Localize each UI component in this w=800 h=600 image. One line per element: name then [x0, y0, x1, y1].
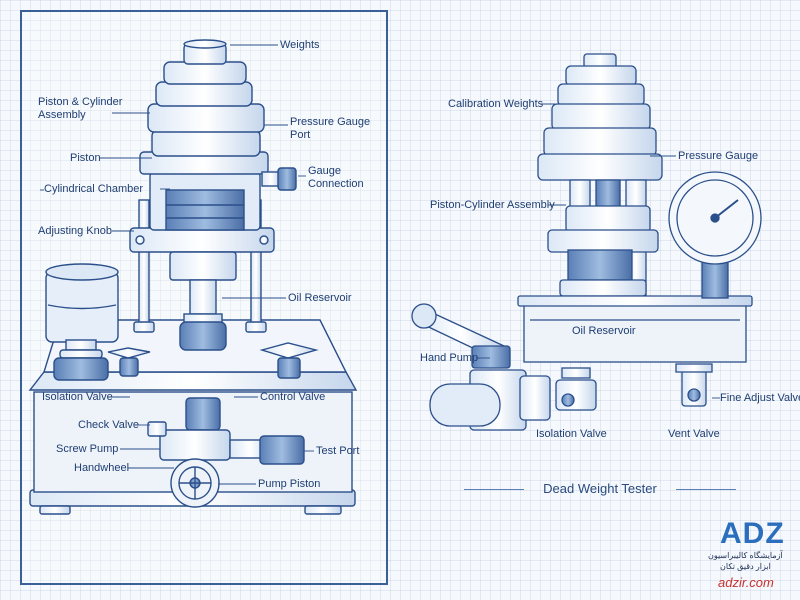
logo-line-2: ابزار دقیق تکان: [720, 562, 771, 571]
label-hand-pump: Hand Pump: [420, 352, 479, 364]
right-leaders: [476, 103, 720, 399]
screw-pump-body: [185, 397, 221, 431]
label-test-port: Test Port: [316, 445, 360, 457]
logo-mark: ADZ: [720, 517, 785, 550]
label-handwheel: Handwheel: [74, 462, 130, 474]
weight-5: [151, 129, 261, 157]
caption-rule-right: [676, 489, 736, 490]
label-fine-adjust-valve: Fine Adjust Valve: [720, 392, 800, 404]
adjusting-plate: [129, 227, 275, 253]
label-weights: Weights: [280, 39, 320, 51]
label-pressure-gauge-port: Pressure Gauge Port: [290, 116, 371, 141]
label-pump-piston: Pump Piston: [258, 478, 321, 490]
weight-3: [155, 81, 253, 107]
right-device: [411, 53, 762, 431]
label-piston-cylinder-assembly-right: Piston-Cylinder Assembly: [430, 199, 555, 211]
weight-2: [163, 61, 247, 85]
label-isolation-valve-left: Isolation Valve: [42, 391, 113, 403]
weight-4: [147, 103, 265, 133]
adz-logo: ADZ آزمایشگاه کالیبراسیون ابزار دقیق تکا…: [706, 517, 790, 595]
label-oil-reservoir-right: Oil Reservoir: [572, 325, 636, 337]
logo-url: adzir.com: [718, 575, 774, 590]
label-piston: Piston: [70, 152, 101, 164]
test-port-fitting: [259, 435, 305, 465]
label-control-valve: Control Valve: [260, 391, 326, 403]
top-valve-knob-2: [259, 342, 319, 379]
label-adjusting-knob: Adjusting Knob: [38, 225, 112, 237]
caption-rule-left: [464, 489, 524, 490]
label-cylindrical-chamber: Cylindrical Chamber: [44, 183, 144, 195]
label-isolation-valve-right: Isolation Valve: [536, 428, 607, 440]
label-screw-pump: Screw Pump: [56, 443, 119, 455]
label-check-valve: Check Valve: [78, 419, 139, 431]
r-oil-reservoir: [523, 297, 747, 363]
logo-line-1: آزمایشگاه کالیبراسیون: [708, 551, 783, 560]
left-leaders: [40, 44, 314, 485]
r-isolation-valve: [555, 379, 597, 411]
label-gauge-connection: Gauge Connection: [308, 165, 364, 190]
left-device: [28, 39, 358, 515]
label-piston-cylinder-assembly: Piston & Cylinder Assembly: [38, 96, 123, 121]
label-oil-reservoir-left: Oil Reservoir: [288, 292, 352, 304]
label-calibration-weights: Calibration Weights: [448, 98, 544, 110]
r-pump-cylinder: [429, 383, 501, 427]
label-pressure-gauge: Pressure Gauge: [678, 150, 759, 162]
label-vent-valve: Vent Valve: [668, 428, 720, 440]
diagram-caption: Dead Weight Tester: [543, 481, 657, 496]
top-valve-knob-1: [107, 347, 151, 377]
